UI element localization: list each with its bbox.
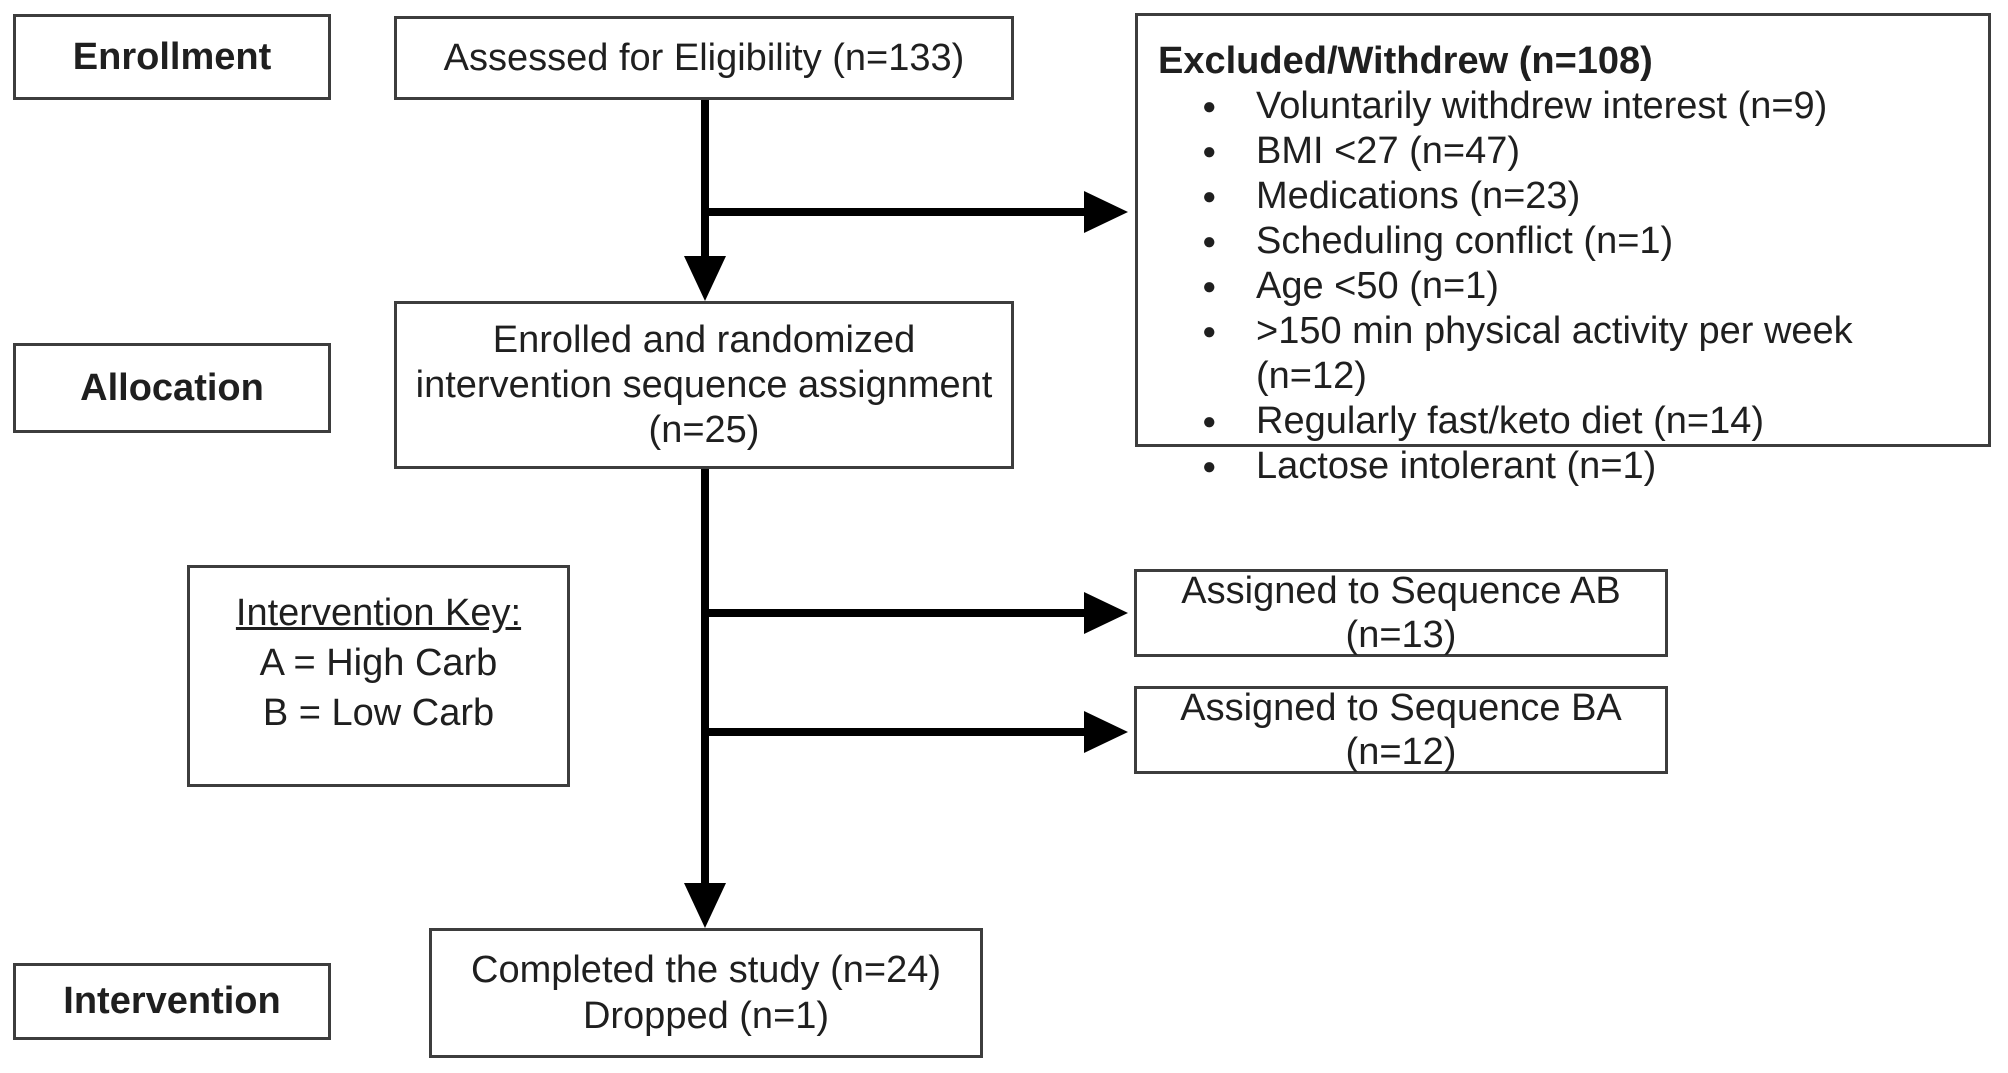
- sequence-ab-text: Assigned to Sequence AB: [1181, 570, 1621, 612]
- enrollment-stage-text: Enrollment: [72, 35, 272, 78]
- enrollment-stage-label: Enrollment: [13, 14, 331, 100]
- intervention-key-title: Intervention Key:: [235, 592, 522, 634]
- assessed-eligibility-box: Assessed for Eligibility (n=133): [394, 16, 1014, 100]
- excluded-item-text: BMI <27 (n=47): [1256, 130, 1521, 172]
- bullet-icon: ●: [1202, 138, 1217, 165]
- excluded-item-text: Regularly fast/keto diet (n=14): [1256, 400, 1764, 442]
- completed-study-box: Completed the study (n=24) Dropped (n=1): [429, 928, 983, 1058]
- bullet-icon: ●: [1202, 408, 1217, 435]
- bullet-icon: ●: [1202, 228, 1217, 255]
- excluded-item: ● Scheduling conflict (n=1): [1158, 219, 1974, 264]
- excluded-withdrew-box: Excluded/Withdrew (n=108) ● Voluntarily …: [1135, 13, 1991, 487]
- arrow-to-sequence-ba: [701, 711, 1128, 753]
- intervention-key-a: A = High Carb: [259, 642, 498, 684]
- sequence-ba-box: Assigned to Sequence BA (n=12): [1134, 686, 1668, 774]
- enrolled-count: (n=25): [648, 408, 760, 451]
- completed-line: Completed the study (n=24): [471, 949, 941, 991]
- allocation-stage-label: Allocation: [13, 343, 331, 433]
- enrolled-line-2: intervention sequence assignment: [415, 363, 993, 406]
- excluded-item-text: Voluntarily withdrew interest (n=9): [1256, 85, 1828, 127]
- bullet-icon: ●: [1202, 453, 1217, 480]
- excluded-item: ● Medications (n=23): [1158, 174, 1974, 219]
- sequence-ab-count: (n=13): [1345, 614, 1457, 656]
- intervention-key-b: B = Low Carb: [262, 692, 495, 734]
- excluded-title: Excluded/Withdrew (n=108): [1158, 40, 1653, 82]
- excluded-item-text: Lactose intolerant (n=1): [1256, 445, 1657, 487]
- dropped-line: Dropped (n=1): [582, 995, 830, 1037]
- arrow-to-sequence-ab: [701, 592, 1128, 634]
- excluded-item-text: Medications (n=23): [1256, 175, 1581, 217]
- excluded-item: ● BMI <27 (n=47): [1158, 129, 1974, 174]
- sequence-ab-box: Assigned to Sequence AB (n=13): [1134, 569, 1668, 657]
- bullet-icon: ●: [1202, 183, 1217, 210]
- bullet-icon: ●: [1202, 273, 1217, 300]
- enrolled-line-1: Enrolled and randomized: [492, 318, 916, 361]
- intervention-stage-text: Intervention: [63, 980, 281, 1022]
- excluded-item: ● >150 min physical activity per week (n…: [1158, 309, 1974, 399]
- excluded-item-text: Scheduling conflict (n=1): [1256, 220, 1674, 262]
- excluded-item: ● Lactose intolerant (n=1): [1158, 444, 1974, 489]
- arrow-to-excluded: [701, 191, 1128, 233]
- assessed-eligibility-text: Assessed for Eligibility (n=133): [443, 36, 965, 79]
- sequence-ba-count: (n=12): [1345, 731, 1457, 773]
- excluded-item: ● Voluntarily withdrew interest (n=9): [1158, 84, 1974, 129]
- allocation-stage-text: Allocation: [80, 366, 264, 409]
- enrolled-randomized-box: Enrolled and randomized intervention seq…: [394, 301, 1014, 469]
- bullet-icon: ●: [1202, 93, 1217, 120]
- arrow-assessed-to-enrolled: [684, 100, 726, 301]
- sequence-ba-text: Assigned to Sequence BA: [1180, 687, 1622, 729]
- excluded-item-text: >150 min physical activity per week (n=1…: [1256, 310, 1853, 397]
- excluded-item-text: Age <50 (n=1): [1256, 265, 1499, 307]
- bullet-icon: ●: [1202, 318, 1217, 345]
- excluded-item: ● Regularly fast/keto diet (n=14): [1158, 399, 1974, 444]
- excluded-item: ● Age <50 (n=1): [1158, 264, 1974, 309]
- arrow-enrolled-to-completed: [684, 469, 726, 928]
- excluded-list: ● Voluntarily withdrew interest (n=9) ● …: [1158, 84, 1974, 489]
- intervention-stage-label: Intervention: [13, 963, 331, 1040]
- intervention-key-box: Intervention Key: A = High Carb B = Low …: [187, 565, 570, 787]
